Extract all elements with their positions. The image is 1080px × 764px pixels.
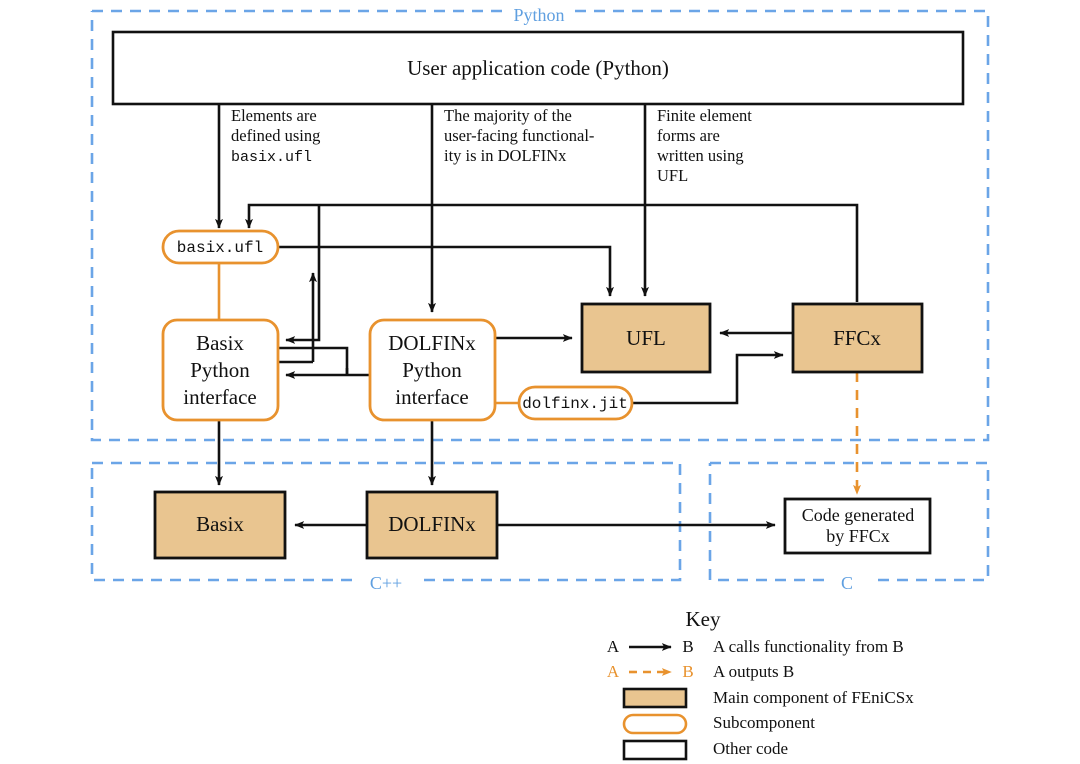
block-dolfinx[interactable]: DOLFINx xyxy=(365,490,499,560)
block-dolfinx-python-interface[interactable]: DOLFINx Python interface xyxy=(368,318,497,422)
key-plain-rect-icon xyxy=(622,739,688,761)
region-label-c: C xyxy=(841,573,853,593)
annotation-line-mono: basix.ufl xyxy=(231,149,312,166)
key-entry-text: Main component of FEniCSx xyxy=(713,688,914,707)
key-row-calls: A B A calls functionality from B xyxy=(607,637,904,656)
annotation-ufl: Finite element forms are written using U… xyxy=(657,106,752,185)
annotation-line: forms are xyxy=(657,126,720,145)
key-entry-text: A outputs B xyxy=(713,662,794,681)
block-label-basix-ufl: basix.ufl xyxy=(177,239,263,257)
block-label-line: Code generated xyxy=(802,505,914,525)
block-label-user-application-code: User application code (Python) xyxy=(407,56,669,80)
block-label-ffcx: FFCx xyxy=(833,326,881,350)
connectors xyxy=(215,104,859,529)
annotation-basix-ufl: Elements are defined using basix.ufl xyxy=(231,106,320,166)
key-symbol-b: B xyxy=(682,662,693,681)
block-label-line: interface xyxy=(183,385,256,409)
annotation-dolfinx: The majority of the user-facing function… xyxy=(444,106,594,165)
block-basix-python-interface[interactable]: Basix Python interface xyxy=(161,318,280,422)
block-label-line: by FFCx xyxy=(826,526,890,546)
block-ffcx[interactable]: FFCx xyxy=(791,302,924,374)
annotation-line: Finite element xyxy=(657,106,752,125)
block-label-ufl: UFL xyxy=(626,326,666,350)
key-entry-text: A calls functionality from B xyxy=(713,637,904,656)
key-row-other-code: Other code xyxy=(622,739,788,761)
annotation-line: ity is in DOLFINx xyxy=(444,146,567,165)
key-row-main-component: Main component of FEniCSx xyxy=(622,687,914,709)
key-entry-text: Subcomponent xyxy=(713,713,815,732)
annotation-line: user-facing functional- xyxy=(444,126,594,145)
key-symbol-a: A xyxy=(607,637,620,656)
output-connectors xyxy=(217,263,861,495)
block-dolfinx-jit[interactable]: dolfinx.jit xyxy=(517,385,634,421)
annotation-line: defined using xyxy=(231,126,320,145)
region-cpp: C++ xyxy=(90,461,682,593)
region-label-python: Python xyxy=(513,5,564,25)
block-label-line: Python xyxy=(190,358,250,382)
key-row-subcomponent: Subcomponent xyxy=(622,713,815,735)
key-row-outputs: A B A outputs B xyxy=(607,662,794,681)
edge-basixufl-to-ufl xyxy=(278,245,614,297)
annotation-line: written using xyxy=(657,146,744,165)
block-label-line: interface xyxy=(395,385,468,409)
block-generated-code[interactable]: Code generated by FFCx xyxy=(783,497,932,555)
key-title: Key xyxy=(686,607,721,631)
annotation-line: Elements are xyxy=(231,106,317,125)
edge-dolfinxpy-to-basixpy xyxy=(285,368,370,379)
key-filled-rect-icon xyxy=(622,687,688,709)
key-entry-text: Other code xyxy=(713,739,788,758)
annotation-line: UFL xyxy=(657,166,688,185)
block-label-line: Python xyxy=(402,358,462,382)
key-legend: Key A B A calls functionality from B A B… xyxy=(607,607,914,761)
block-basix[interactable]: Basix xyxy=(153,490,287,560)
edge-ffcx-bus-to-basixufl xyxy=(245,203,859,302)
key-rounded-outline-icon xyxy=(622,713,688,735)
block-label-dolfinx-jit: dolfinx.jit xyxy=(522,395,628,413)
annotation-line: The majority of the xyxy=(444,106,572,125)
block-label-basix: Basix xyxy=(196,512,244,536)
region-label-cpp: C++ xyxy=(370,573,402,593)
key-symbol-b: B xyxy=(682,637,693,656)
edge-bus-to-basixpy-upper xyxy=(285,205,321,344)
block-basix-ufl[interactable]: basix.ufl xyxy=(161,229,280,265)
region-c: C xyxy=(708,461,990,593)
block-label-dolfinx: DOLFINx xyxy=(388,512,476,536)
block-user-application-code[interactable]: User application code (Python) xyxy=(111,30,965,106)
region-python: Python xyxy=(90,5,990,442)
block-label-line: DOLFINx xyxy=(388,331,476,355)
edge-dolfinxjit-to-ffcx xyxy=(632,351,784,405)
key-symbol-a: A xyxy=(607,662,620,681)
block-label-line: Basix xyxy=(196,331,244,355)
block-ufl[interactable]: UFL xyxy=(580,302,712,374)
